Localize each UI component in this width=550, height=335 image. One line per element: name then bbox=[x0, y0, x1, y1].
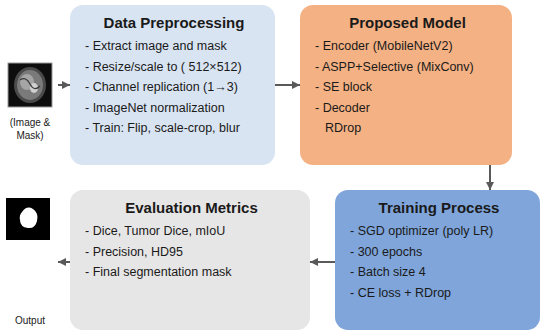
bullet-item: - Resize/scale to ( 512×512) bbox=[85, 57, 263, 78]
output-image-node: Output bbox=[2, 195, 58, 327]
output-mask-image bbox=[6, 198, 50, 240]
flow-arrow bbox=[275, 84, 300, 86]
input-image-node: (Image & Mask) bbox=[2, 60, 58, 142]
bullet-item: - Decoder bbox=[315, 98, 500, 119]
image-caption: (Image & Mask) bbox=[2, 116, 58, 142]
image-caption: Output bbox=[15, 314, 45, 327]
flow-arrow bbox=[58, 84, 70, 86]
bullet-item: - ImageNet normalization bbox=[85, 98, 263, 119]
box-title: Evaluation Metrics bbox=[85, 199, 298, 216]
bullet-item: - Dice, Tumor Dice, mIoU bbox=[85, 221, 298, 242]
flow-arrow bbox=[310, 261, 335, 263]
bullet-item: - Train: Flip, scale-crop, blur bbox=[85, 118, 263, 139]
model-box: Proposed Model - Encoder (MobileNetV2)- A… bbox=[300, 5, 512, 165]
bullet-item: - CE loss + RDrop bbox=[350, 283, 528, 304]
bullet-item: RDrop bbox=[315, 118, 500, 139]
bullet-item: - Extract image and mask bbox=[85, 36, 263, 57]
bullet-item: - Encoder (MobileNetV2) bbox=[315, 36, 500, 57]
bullet-item: - SGD optimizer (poly LR) bbox=[350, 221, 528, 242]
box-title: Proposed Model bbox=[315, 14, 500, 31]
bullet-item: - 300 epochs bbox=[350, 242, 528, 263]
bullet-item: - Channel replication (1→3) bbox=[85, 77, 263, 98]
box-title: Data Preprocessing bbox=[85, 14, 263, 31]
flow-arrow bbox=[58, 261, 70, 263]
mri-input-image bbox=[8, 63, 52, 107]
bullet-item: - ASPP+Selective (MixConv) bbox=[315, 57, 500, 78]
bullet-item: - Batch size 4 bbox=[350, 262, 528, 283]
box-title: Training Process bbox=[350, 199, 528, 216]
process-box: Data Preprocessing - Extract image and ma… bbox=[70, 5, 275, 165]
process-box: Training Process - SGD optimizer (poly LR… bbox=[335, 190, 540, 330]
flow-arrow bbox=[489, 165, 491, 190]
bullet-item: - Final segmentation mask bbox=[85, 262, 298, 283]
bullet-item: - SE block bbox=[315, 77, 500, 98]
process-box: Evaluation Metrics - Dice, Tumor Dice, mI… bbox=[70, 190, 310, 330]
bullet-item: - Precision, HD95 bbox=[85, 242, 298, 263]
